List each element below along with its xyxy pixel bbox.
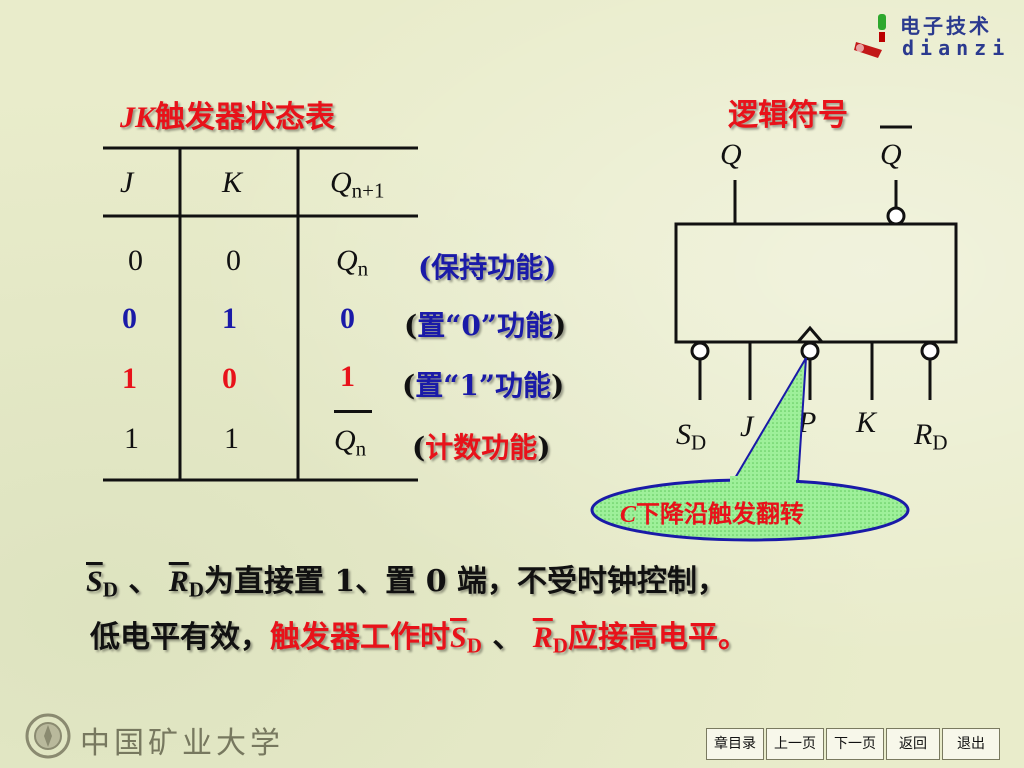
row1-j: 0 — [128, 244, 143, 277]
table-title-text: 触发器状态表 — [155, 100, 336, 135]
row3-j: 1 — [122, 362, 137, 395]
row4-func: (计数功能) — [412, 431, 551, 464]
logo-cn: 电子技术 — [900, 14, 992, 38]
state-table-lines — [103, 146, 418, 482]
label-rd: RD — [914, 418, 948, 455]
row2-func: (置“0”功能) — [404, 309, 567, 342]
label-q: Q — [720, 138, 742, 171]
table-title: JK触发器状态表 — [120, 92, 335, 136]
row3-func: (置“1”功能) — [402, 369, 565, 402]
row3-q: 1 — [340, 360, 355, 393]
row4-q-overline — [334, 410, 372, 413]
row4-k: 1 — [224, 422, 239, 455]
university-seal-icon — [25, 713, 71, 759]
callout-text: C下降沿触发翻转 — [620, 499, 805, 528]
nav-back-button[interactable]: 返回 — [886, 728, 940, 760]
label-j: J — [740, 410, 754, 443]
header-k: K — [222, 166, 243, 199]
table-title-jk: JK — [120, 101, 156, 134]
logo-en: dianzi — [902, 36, 1011, 60]
note-line-1: SD 、 RD为直接置 1、置 0 端，不受时钟控制， — [86, 564, 728, 602]
nav-exit-button[interactable]: 退出 — [942, 728, 1000, 760]
header-j: J — [120, 166, 134, 199]
row1-q: Qn — [336, 244, 369, 281]
note-line-2: 低电平有效，触发器工作时SD 、 RD应接高电平。 — [90, 620, 748, 658]
logo: 电子技术 dianzi — [852, 8, 1012, 64]
row2-j: 0 — [122, 302, 137, 335]
university-footer: 中国矿业大学 — [24, 710, 304, 762]
symbol-title: 逻辑符号 — [728, 98, 848, 133]
row1-k: 0 — [226, 244, 241, 277]
university-name: 中国矿业大学 — [80, 726, 284, 761]
row4-q: Qn — [334, 424, 367, 461]
label-sd: SD — [676, 418, 707, 455]
nav-chapter-button[interactable]: 章目录 — [706, 728, 764, 760]
label-k: K — [856, 406, 877, 439]
callout-bubble — [590, 357, 910, 542]
label-qbar: Q — [880, 138, 902, 171]
nav-prev-button[interactable]: 上一页 — [766, 728, 824, 760]
row2-k: 1 — [222, 302, 237, 335]
jk-flipflop-symbol — [674, 125, 958, 400]
row3-k: 0 — [222, 362, 237, 395]
logo-graphic-icon — [854, 14, 886, 58]
row2-q: 0 — [340, 302, 355, 335]
row1-func: (保持功能) — [418, 251, 557, 284]
row4-j: 1 — [124, 422, 139, 455]
header-qn1: Qn+1 — [330, 166, 385, 203]
nav-next-button[interactable]: 下一页 — [826, 728, 884, 760]
